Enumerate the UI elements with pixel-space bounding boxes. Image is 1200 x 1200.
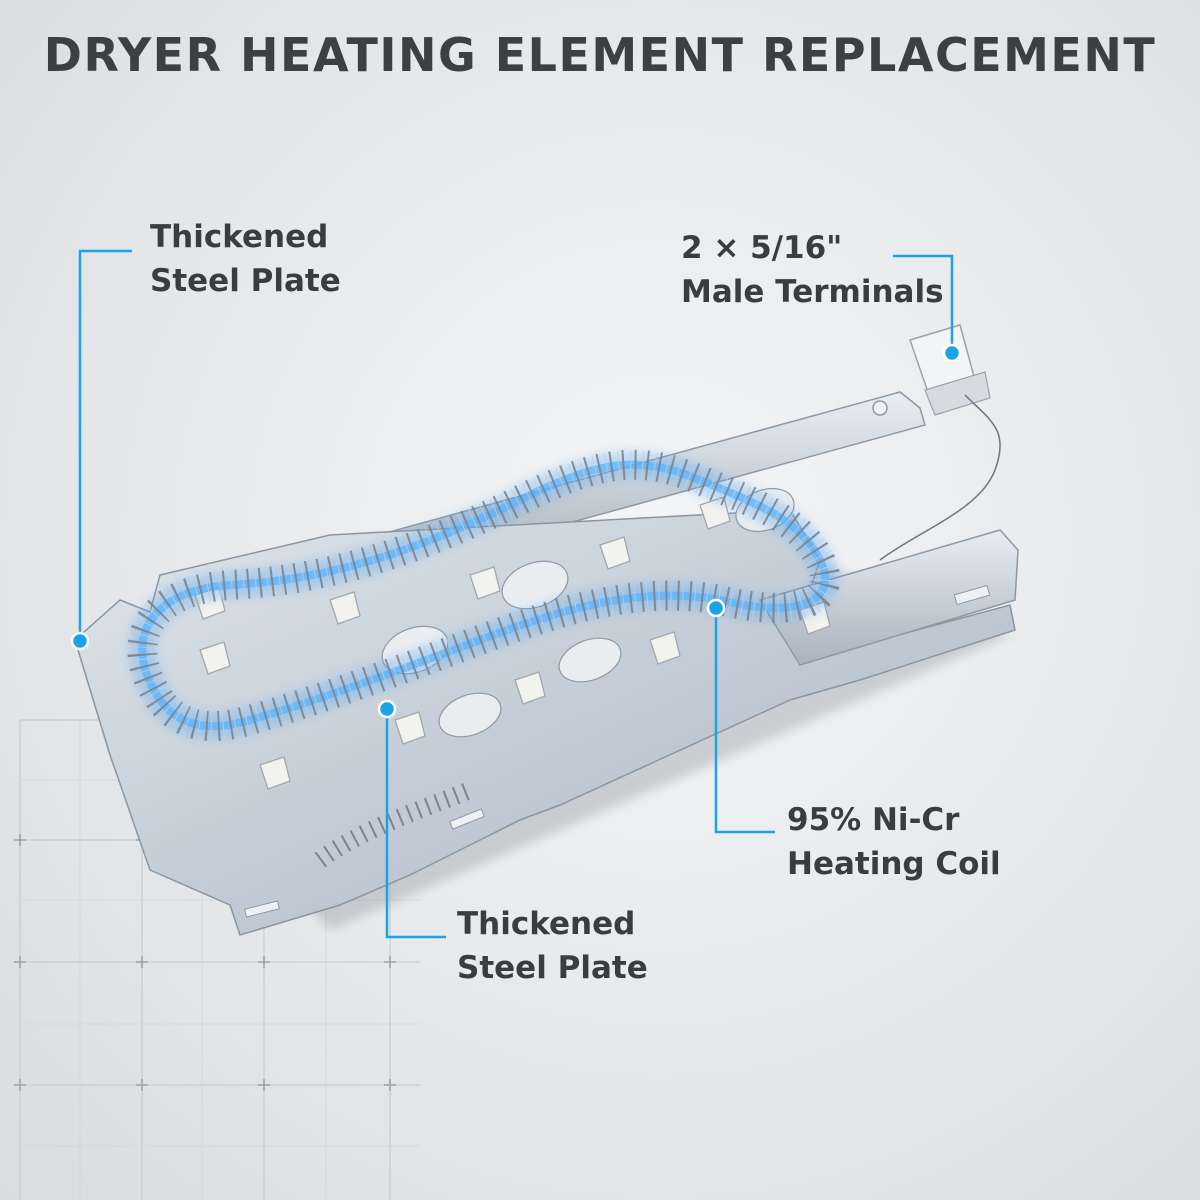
callout-label-line: Steel Plate — [150, 263, 341, 299]
callout-label-line: Heating Coil — [787, 846, 1001, 882]
callout-label-line: Steel Plate — [457, 950, 648, 986]
callout-line-coil — [714, 608, 775, 834]
callout-line-terminals — [893, 254, 954, 353]
callout-label-plate-left: Thickened Steel Plate — [150, 215, 341, 303]
terminal-block — [879, 324, 1001, 561]
heating-coil — [127, 449, 840, 868]
callout-label-line: Thickened — [457, 906, 636, 942]
callout-label-terminals: 2 × 5/16" Male Terminals — [681, 226, 944, 314]
page-title: DRYER HEATING ELEMENT REPLACEMENT — [43, 28, 1157, 82]
callout-label-coil: 95% Ni-Cr Heating Coil — [787, 798, 1001, 886]
callout-label-line: 95% Ni-Cr — [787, 802, 960, 838]
callout-line-plate-left — [78, 249, 132, 641]
callout-label-line: Male Terminals — [681, 274, 944, 310]
callout-dot-plate-left — [70, 631, 90, 651]
callout-label-line: 2 × 5/16" — [681, 230, 843, 266]
callout-line-plate-bottom — [385, 709, 446, 939]
callout-dot-terminals — [942, 343, 962, 363]
callout-label-line: Thickened — [150, 219, 329, 255]
callout-dot-plate-bottom — [377, 699, 397, 719]
callout-dot-coil — [706, 598, 726, 618]
callout-label-plate-bottom: Thickened Steel Plate — [457, 902, 648, 990]
